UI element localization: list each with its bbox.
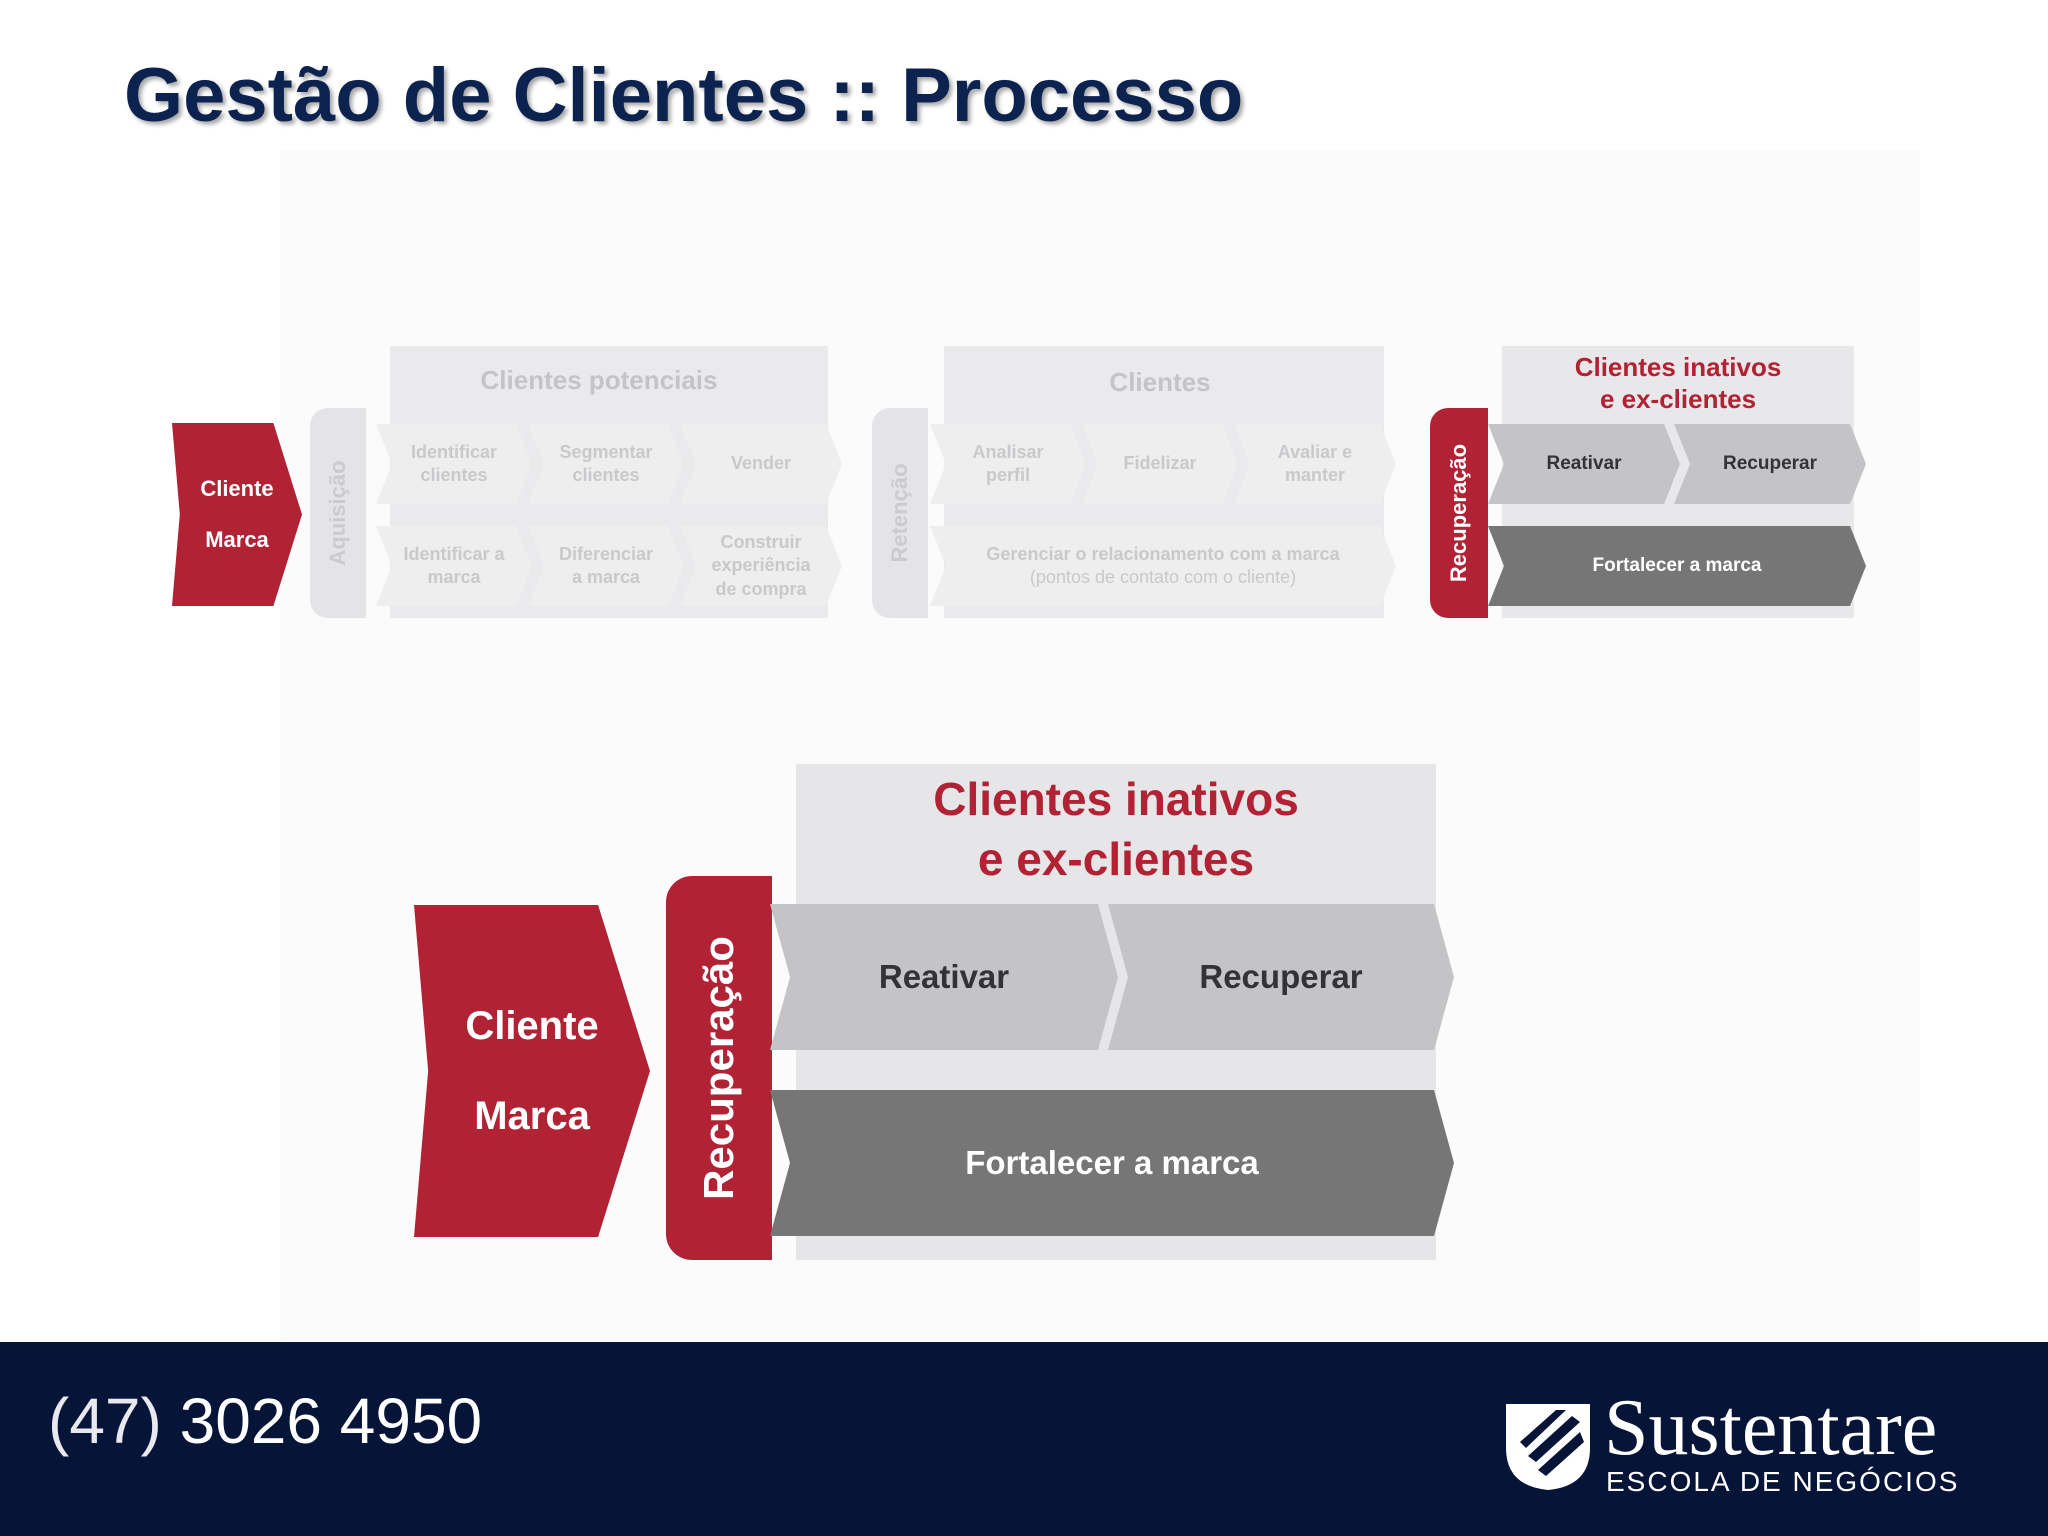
recovery-header-large-line1: Clientes inativos — [933, 773, 1299, 826]
phone-area-code: (47) — [48, 1385, 162, 1457]
acquisition-label: Aquisição — [325, 460, 350, 566]
phone-number: 3026 4950 — [179, 1385, 483, 1457]
logo-name: Sustentare — [1604, 1384, 1938, 1472]
step-vender: Vender — [680, 424, 842, 504]
acquisition-bracket: Aquisição — [310, 408, 366, 618]
step-construir-experiencia: Construir experiência de compra — [680, 526, 842, 606]
start-cliente-marca: Cliente Marca — [172, 423, 302, 606]
recovery-header-small-line2: e ex-clientes — [1599, 384, 1757, 414]
recovery-header-large: Clientes inativos e ex-clientes — [796, 770, 1436, 890]
start-line-marca: Marca — [205, 526, 269, 552]
large-start-line-marca: Marca — [474, 1094, 590, 1138]
step-identificar-clientes: Identificar clientes — [376, 424, 532, 504]
gerenciar-line1: Gerenciar o relacionamento com a marca — [986, 543, 1340, 564]
recovery-header-large-line2: e ex-clientes — [977, 833, 1255, 885]
gerenciar-line2: (pontos de contato com o cliente) — [1029, 567, 1297, 587]
step-reativar-large: Reativar — [770, 904, 1118, 1050]
logo-subtitle: ESCOLA DE NEGÓCIOS — [1606, 1466, 1960, 1497]
large-start-cliente-marca: Cliente Marca — [414, 905, 650, 1237]
step-gerenciar-relacionamento: Gerenciar o relacionamento com a marca (… — [930, 526, 1396, 606]
start-line-cliente: Cliente — [200, 475, 274, 501]
step-reativar-small: Reativar — [1488, 424, 1680, 504]
step-identificar-marca: Identificar a marca — [376, 526, 532, 606]
step-analisar-perfil: Analisar perfil — [930, 424, 1086, 504]
recovery-header-small-line1: Clientes inativos — [1574, 351, 1782, 382]
step-segmentar-clientes: Segmentar clientes — [528, 424, 684, 504]
recovery-label-small: Recuperação — [1446, 443, 1471, 583]
retention-header: Clientes — [1109, 367, 1211, 398]
step-recuperar-large: Recuperar — [1108, 904, 1454, 1050]
large-start-line-cliente: Cliente — [465, 1004, 599, 1048]
step-fortalecer-marca-large: Fortalecer a marca — [770, 1090, 1454, 1236]
recovery-bracket-small: Recuperação — [1430, 408, 1488, 618]
step-avaliar-manter: Avaliar e manter — [1234, 424, 1396, 504]
step-recuperar-small: Recuperar — [1674, 424, 1866, 504]
step-diferenciar-marca: Diferenciar a marca — [528, 526, 684, 606]
step-fortalecer-marca-small: Fortalecer a marca — [1488, 526, 1866, 606]
footer-phone: (47) 3026 4950 — [48, 1384, 482, 1458]
recovery-bracket-large: Recuperação — [666, 876, 772, 1260]
page-title: Gestão de Clientes :: Processo — [124, 53, 1244, 138]
acquisition-header: Clientes potenciais — [480, 365, 718, 396]
sustentare-logo-icon — [1500, 1398, 1596, 1494]
recovery-header-small: Clientes inativos e ex-clientes — [1502, 348, 1854, 418]
footer-bar — [0, 1342, 2048, 1536]
recovery-label-large: Recuperação — [695, 936, 742, 1200]
step-fidelizar: Fidelizar — [1082, 424, 1238, 504]
retention-bracket: Retenção — [872, 408, 928, 618]
retention-label: Retenção — [887, 463, 912, 563]
